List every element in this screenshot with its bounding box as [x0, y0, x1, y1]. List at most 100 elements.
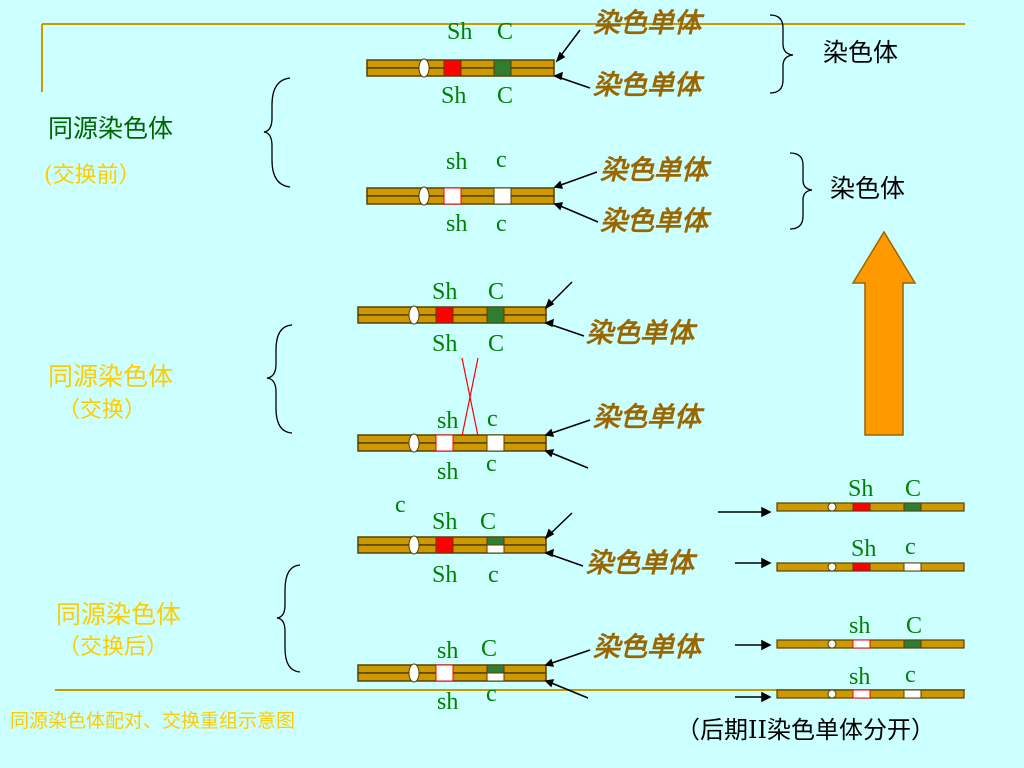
gene-c-band — [486, 672, 505, 682]
pointer-arrow — [557, 76, 591, 89]
centromere — [827, 502, 837, 512]
gene-label-c: c — [486, 451, 497, 477]
centromere — [408, 305, 420, 325]
gene-c-band — [903, 639, 922, 649]
gene-label-sh: sh — [446, 211, 468, 237]
gene-label-sh: Sh — [432, 279, 458, 305]
gene-c-band — [486, 306, 505, 324]
chromosome-pair-after — [276, 506, 772, 703]
gene-label-c: C — [480, 509, 497, 535]
gene-sh-band — [852, 639, 871, 649]
gene-sh-band — [852, 502, 871, 512]
centromere — [827, 639, 837, 649]
gene-sh-band — [435, 434, 454, 452]
pointer-arrow — [557, 204, 599, 223]
chromatid-label: 染色单体 — [586, 318, 694, 349]
gene-label-c: c — [905, 534, 916, 560]
single-chromatid-sh-c-dominant — [776, 502, 965, 512]
centromere — [408, 535, 420, 555]
chromosome-dominant — [366, 58, 555, 78]
gene-label-c: C — [906, 613, 923, 639]
homologous-label: 同源染色体 — [56, 600, 182, 629]
frame — [41, 23, 965, 691]
brace — [263, 77, 291, 188]
chromosome-pair-before — [263, 14, 813, 230]
gene-label-c: c — [395, 492, 406, 518]
gene-label-c: C — [488, 331, 505, 357]
chromosome-recombinant-lower — [357, 663, 547, 683]
gene-label-c: C — [497, 83, 514, 109]
gene-label-sh: Sh — [441, 83, 467, 109]
chromosome-recessive — [357, 433, 547, 453]
gene-label-sh: sh — [437, 638, 459, 664]
centromere — [827, 689, 837, 699]
gene-label-c: c — [496, 211, 507, 237]
gene-c-band — [493, 59, 512, 77]
pointer-arrow — [548, 649, 591, 665]
brace — [266, 324, 293, 434]
pointer-arrow — [557, 171, 598, 187]
gene-label-sh: sh — [437, 408, 459, 434]
gene-sh-band — [435, 536, 454, 554]
gene-c-band — [903, 689, 922, 699]
chromosome-pair-during — [266, 281, 591, 469]
gene-sh-band — [443, 59, 462, 77]
stage-caption: （后期II染色单体分开） — [676, 716, 935, 744]
gene-sh-band — [852, 562, 871, 572]
pointer-arrow — [558, 29, 581, 59]
centromere — [827, 562, 837, 572]
figure-caption: 同源染色体配对、交换重组示意图 — [10, 710, 296, 732]
homologous-sublabel-during: （交换） — [58, 398, 147, 423]
chromosome-label: 染色体 — [823, 38, 899, 67]
chromosome-label: 染色体 — [830, 174, 906, 203]
chromosome-dominant — [357, 305, 547, 325]
pointer-arrows — [544, 506, 772, 703]
chromatid-label: 染色单体 — [593, 70, 701, 101]
gene-label-sh: sh — [849, 613, 871, 639]
centromere — [408, 663, 420, 683]
crossover-lines — [461, 357, 479, 437]
gene-label-c: c — [905, 662, 916, 688]
pointer-arrow — [548, 451, 589, 469]
pointer-arrow — [548, 681, 589, 699]
chromatid-label: 染色单体 — [600, 206, 708, 237]
gene-label-sh: sh — [437, 459, 459, 485]
gene-label-c: C — [905, 476, 922, 502]
gene-label-c: C — [497, 19, 514, 45]
gene-c-band — [486, 664, 505, 674]
gene-c-band — [486, 536, 505, 546]
gene-c-band — [493, 187, 512, 205]
gene-label-sh: Sh — [851, 536, 877, 562]
single-chromatid-sh-c-recombinant — [776, 562, 965, 572]
gene-label-c: c — [496, 147, 507, 173]
chromatid-label: 染色单体 — [593, 8, 701, 39]
gene-label-c: C — [488, 279, 505, 305]
chromosome-recombinant-upper — [357, 535, 547, 555]
pointer-arrows — [553, 29, 599, 223]
chromatid-label: 染色单体 — [586, 548, 694, 579]
centromere — [418, 58, 430, 78]
pointer-arrow — [548, 553, 584, 567]
gene-c-band — [903, 562, 922, 572]
gene-label-c: c — [487, 406, 498, 432]
brace — [276, 564, 301, 673]
chromatid-label: 染色单体 — [600, 155, 708, 186]
gene-label-c: C — [481, 636, 498, 662]
gene-c-band — [486, 544, 505, 554]
gene-c-band — [486, 434, 505, 452]
gene-label-c: c — [486, 681, 497, 707]
gene-label-sh: Sh — [432, 331, 458, 357]
gene-sh-band — [435, 306, 454, 324]
crossover-line — [461, 357, 479, 437]
chromatid-label: 染色单体 — [593, 632, 701, 663]
centromere — [418, 186, 430, 206]
pointer-arrow — [548, 323, 585, 337]
chromosome-recessive — [366, 186, 555, 206]
brace — [789, 152, 813, 230]
gene-label-c: c — [488, 562, 499, 588]
pointer-arrows — [544, 281, 591, 469]
homologous-sublabel-before: (交换前） — [44, 163, 141, 188]
gene-label-sh: Sh — [447, 19, 473, 45]
single-chromatid-sh-c-recombinant-2 — [776, 639, 965, 649]
